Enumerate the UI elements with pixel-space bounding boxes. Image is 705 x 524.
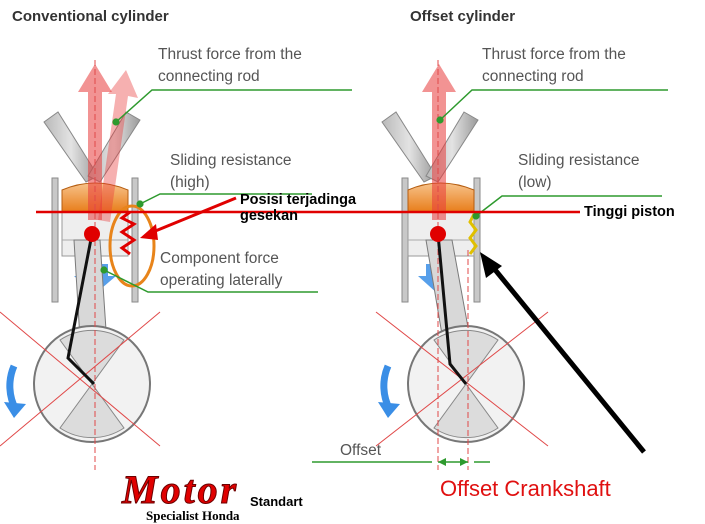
offset-engine [312, 60, 646, 470]
friction-zigzag [468, 213, 478, 255]
label-sliding-high: Sliding resistance (high) [170, 152, 292, 191]
label-thrust-left: Thrust force from the connecting rod [158, 46, 302, 85]
cylinder-wall-left [401, 177, 409, 303]
logo-tagline: Specialist Honda [146, 508, 240, 523]
thrust-arrow [422, 64, 456, 220]
label-offset: Offset [340, 442, 382, 459]
crank-linkage [436, 233, 468, 385]
crank-linkage [66, 233, 96, 386]
label-sliding-low: Sliding resistance (low) [518, 152, 640, 191]
annotation-offset-crankshaft: Offset Crankshaft [440, 476, 611, 501]
intake-valve [381, 111, 437, 183]
label-component-force: Component force operating laterally [160, 250, 283, 289]
friction-highlight [108, 204, 156, 288]
piston-pin [84, 226, 100, 242]
friction-zigzag [119, 210, 137, 256]
title-conventional: Conventional cylinder [12, 8, 169, 25]
guide-lines [100, 89, 668, 293]
brand-logo: Motor Standart Specialist Honda [120, 466, 340, 524]
logo-brand-text: Motor [121, 467, 240, 513]
thrust-arrow-angled [98, 70, 138, 222]
label-thrust-right: Thrust force from the connecting rod [482, 46, 626, 85]
cylinder-wall-right [473, 177, 481, 303]
cylinder-wall-left [51, 177, 59, 303]
annotation-piston-height: Tinggi piston [584, 204, 675, 220]
piston-pointer-arrow [490, 264, 646, 454]
piston-pin [430, 226, 446, 242]
annotation-friction-position: Posisi terjadinga gesekan [240, 192, 357, 224]
conventional-engine [0, 60, 237, 470]
title-offset: Offset cylinder [410, 8, 516, 25]
logo-sub-text: Standart [248, 494, 305, 509]
